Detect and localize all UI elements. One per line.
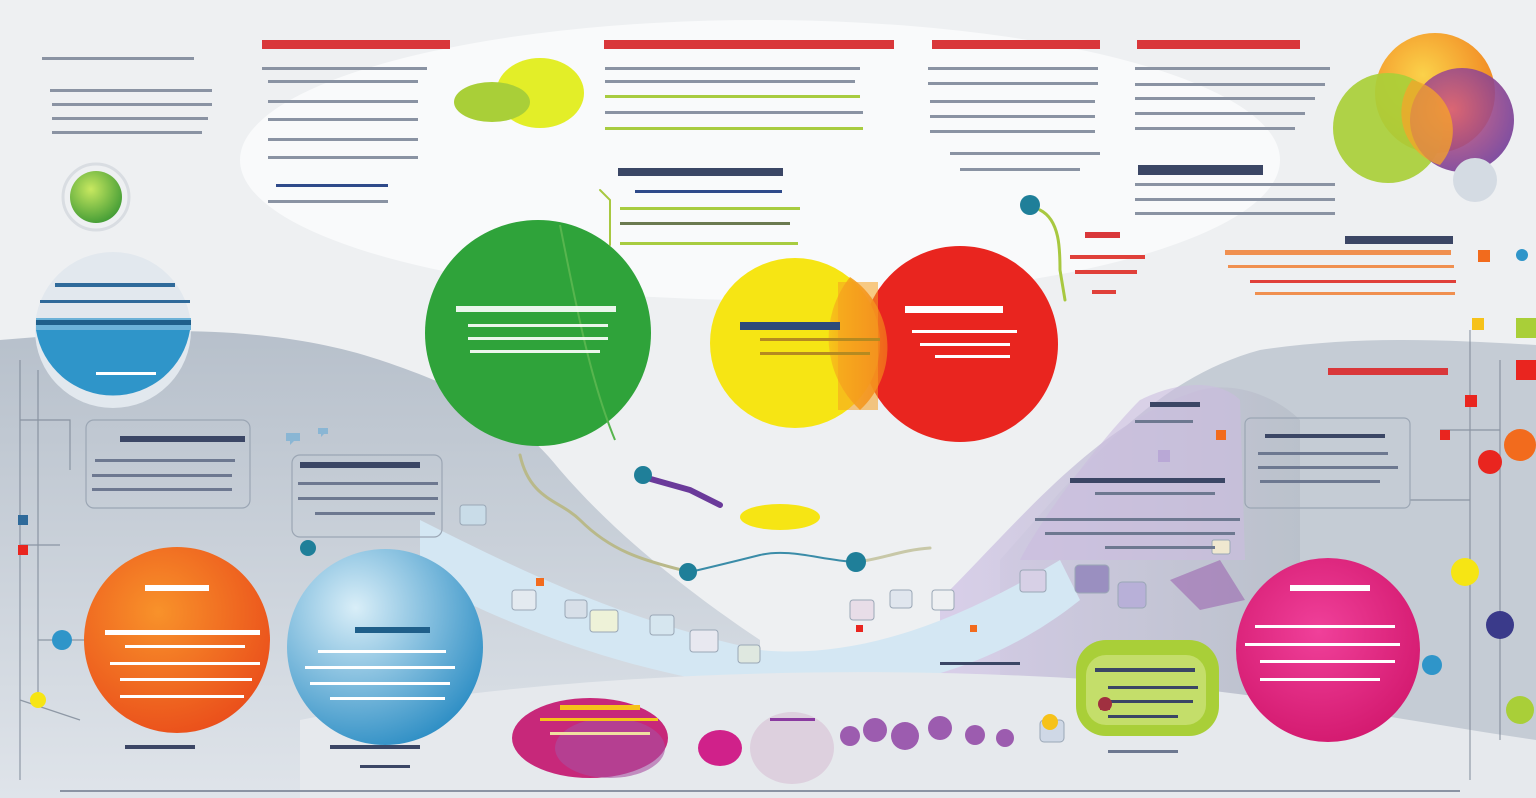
orange-bubble bbox=[84, 547, 270, 733]
network-node-icon bbox=[300, 195, 1040, 581]
right-edge-markers bbox=[1422, 249, 1536, 724]
paragraph-lines bbox=[42, 57, 1456, 295]
blue-bubble-text bbox=[305, 627, 455, 700]
left-mid-panel bbox=[92, 436, 438, 515]
blue-bubble bbox=[287, 549, 483, 745]
photo-thumbnail-icon bbox=[459, 504, 1231, 743]
speech-bubble-icon bbox=[286, 428, 328, 445]
red-side-list bbox=[1070, 255, 1145, 294]
heading-bars bbox=[262, 40, 1451, 375]
right-panel-text bbox=[940, 402, 1398, 753]
left-bubble-text bbox=[36, 283, 191, 375]
purple-dots bbox=[840, 716, 1014, 750]
small-color-markers bbox=[536, 430, 1226, 730]
venn-text bbox=[740, 306, 1017, 358]
magenta-cloud-text bbox=[540, 705, 815, 735]
green-bubble-text bbox=[456, 306, 616, 353]
green-bubble bbox=[425, 220, 651, 446]
left-edge-markers bbox=[18, 515, 72, 708]
left-network-lines bbox=[19, 360, 90, 780]
connector-lines bbox=[518, 189, 1067, 574]
center-top-list bbox=[620, 190, 800, 245]
lime-panel-text bbox=[1095, 668, 1198, 718]
bottom-left-labels bbox=[125, 745, 420, 768]
bottom-strip bbox=[60, 790, 1460, 792]
magenta-bubble bbox=[1236, 558, 1420, 742]
green-orb-icon bbox=[70, 171, 122, 223]
subheading-bars bbox=[618, 165, 1453, 244]
magenta-bubble-text bbox=[1245, 585, 1400, 681]
orange-bubble-text bbox=[105, 585, 260, 698]
